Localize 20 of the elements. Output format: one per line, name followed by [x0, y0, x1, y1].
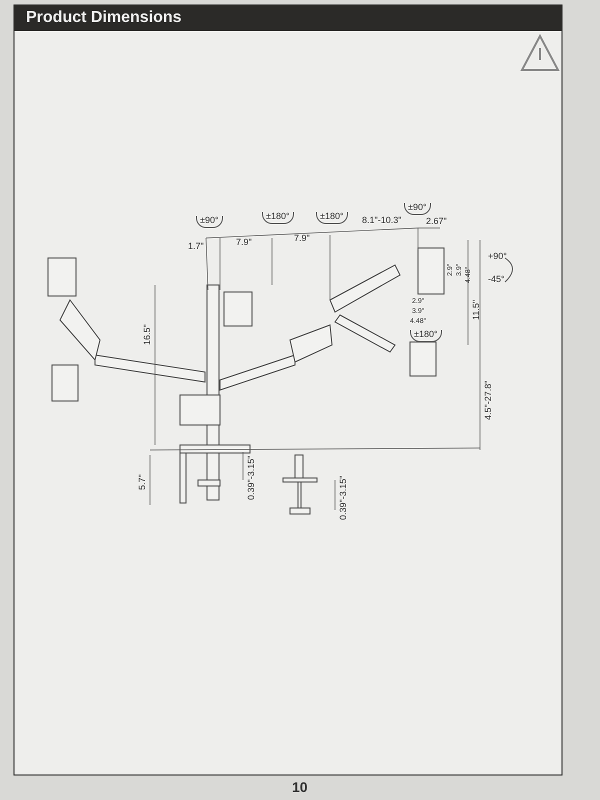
dimension-label: 4.5"-27.8" — [484, 380, 493, 420]
dimension-label: 1.7" — [188, 242, 204, 251]
dimension-label: 7.9" — [294, 234, 310, 243]
dimension-label: 5.7" — [138, 474, 147, 490]
dimension-label: 11.5" — [472, 300, 481, 320]
rotation-label: ±180° — [262, 212, 294, 224]
dimension-label: +90° — [488, 252, 507, 261]
dimension-label: 7.9" — [236, 238, 252, 247]
page-number: 10 — [292, 780, 308, 794]
dimension-label: -45° — [488, 275, 505, 284]
section-header: Product Dimensions — [14, 5, 562, 31]
dimension-label: 16.5" — [143, 324, 152, 345]
dimension-label: 8.1"-10.3" — [362, 216, 402, 225]
rotation-label: ±90° — [404, 203, 431, 215]
rotation-label: ±180° — [410, 330, 442, 342]
dimension-label: 2.67" — [426, 217, 447, 226]
dimension-label: 0.39"-3.15" — [339, 476, 348, 520]
rotation-label: ±90° — [196, 216, 223, 228]
rotation-label: ±180° — [316, 212, 348, 224]
dimension-label: 0.39"-3.15" — [247, 456, 256, 500]
